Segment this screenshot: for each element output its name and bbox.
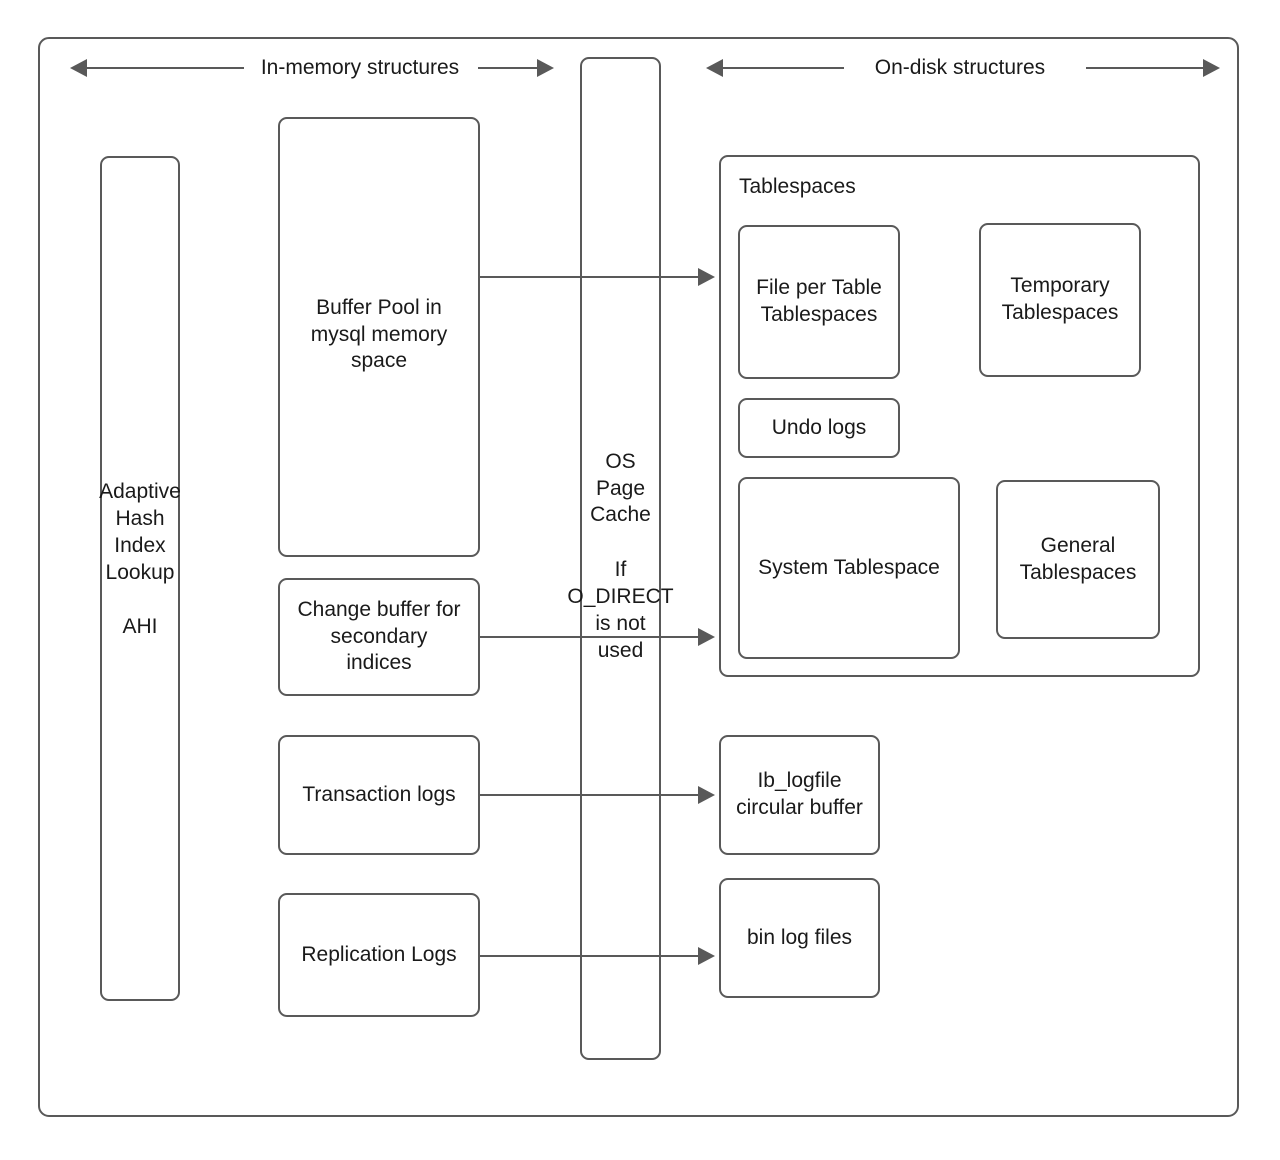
transaction-logs-to-ib-logfile-head bbox=[698, 786, 715, 804]
in-memory-title: In-memory structures bbox=[260, 56, 460, 79]
transaction-logs-box[interactable] bbox=[278, 735, 480, 855]
tablespaces-group-box[interactable] bbox=[719, 155, 1200, 677]
bin-log-files-box[interactable] bbox=[719, 878, 880, 998]
file-per-table-tablespaces-box[interactable] bbox=[738, 225, 900, 379]
os-page-cache-box[interactable] bbox=[580, 57, 661, 1060]
on-disk-arrow-right-line bbox=[1086, 67, 1204, 69]
in-memory-arrow-left-head bbox=[70, 59, 87, 77]
undo-logs-box[interactable] bbox=[738, 398, 900, 458]
on-disk-arrow-left-line bbox=[722, 67, 844, 69]
temporary-tablespaces-box[interactable] bbox=[979, 223, 1141, 377]
ib-logfile-box[interactable] bbox=[719, 735, 880, 855]
on-disk-arrow-left-head bbox=[706, 59, 723, 77]
replication-logs-to-bin-log-line bbox=[480, 955, 699, 957]
replication-logs-to-bin-log-head bbox=[698, 947, 715, 965]
buffer-pool-box[interactable] bbox=[278, 117, 480, 557]
on-disk-title: On-disk structures bbox=[874, 56, 1046, 79]
transaction-logs-to-ib-logfile-line bbox=[480, 794, 699, 796]
general-tablespaces-box[interactable] bbox=[996, 480, 1160, 639]
system-tablespace-box[interactable] bbox=[738, 477, 960, 659]
change-buffer-to-system-tablespace-line bbox=[480, 636, 699, 638]
outer-frame bbox=[38, 37, 1239, 1117]
adaptive-hash-index-box[interactable] bbox=[100, 156, 180, 1001]
tablespaces-group-title: Tablespaces bbox=[739, 175, 856, 198]
on-disk-arrow-right-head bbox=[1203, 59, 1220, 77]
in-memory-arrow-right-head bbox=[537, 59, 554, 77]
replication-logs-box[interactable] bbox=[278, 893, 480, 1017]
in-memory-arrow-right-line bbox=[478, 67, 538, 69]
change-buffer-box[interactable] bbox=[278, 578, 480, 696]
in-memory-arrow-left-line bbox=[86, 67, 244, 69]
buffer-pool-to-tablespaces-line bbox=[480, 276, 699, 278]
change-buffer-to-system-tablespace-head bbox=[698, 628, 715, 646]
buffer-pool-to-tablespaces-head bbox=[698, 268, 715, 286]
